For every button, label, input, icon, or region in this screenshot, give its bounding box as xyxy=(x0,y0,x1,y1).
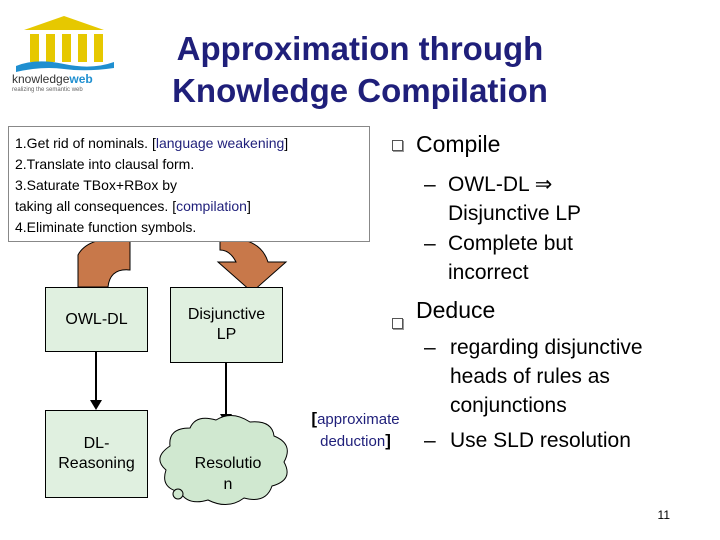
dl-reasoning-node: DL-Reasoning xyxy=(45,410,148,498)
arrowhead-dl xyxy=(90,400,102,410)
step-3: 3.Saturate TBox+RBox by xyxy=(15,177,177,193)
sub-bullet-sld: Use SLD resolution xyxy=(450,429,631,452)
logo-graphic xyxy=(16,16,114,72)
owl-dl-node: OWL-DL xyxy=(45,287,148,352)
step-2: 2.Translate into clausal form. xyxy=(15,156,195,172)
dl-reasoning-label: DL-Reasoning xyxy=(58,435,135,472)
knowledgeweb-logo: knowledgeweb realizing the semantic web xyxy=(6,8,124,98)
page-number: 11 xyxy=(657,508,670,522)
logo-tagline: realizing the semantic web xyxy=(12,87,83,93)
sub-bullet-owl-dl: OWL-DL ⇒Disjunctive LP xyxy=(448,173,582,225)
compilation-steps-box: 1.Get rid of nominals. [language weakeni… xyxy=(8,126,370,242)
logo-wordmark: knowledgeweb xyxy=(12,72,93,86)
dash-icon: – xyxy=(424,173,436,196)
dash-icon: – xyxy=(424,232,436,255)
step-3-cont: taking all consequences. [compilation] xyxy=(15,198,251,214)
step-4: 4.Eliminate function symbols. xyxy=(15,219,197,235)
compile-arrow-right xyxy=(216,237,288,293)
compile-arrow-left xyxy=(77,237,131,288)
bullet-deduce: Deduce xyxy=(416,297,496,323)
bullet-square-icon xyxy=(392,318,403,329)
dash-icon: – xyxy=(424,429,436,452)
slide-title: Approximation through Knowledge Compilat… xyxy=(172,30,548,109)
dash-icon: – xyxy=(424,336,436,359)
bullet-square-icon xyxy=(392,140,403,151)
step-1: 1.Get rid of nominals. [language weakeni… xyxy=(15,135,289,151)
bullet-compile: Compile xyxy=(416,131,501,157)
owl-dl-label: OWL-DL xyxy=(65,310,128,328)
